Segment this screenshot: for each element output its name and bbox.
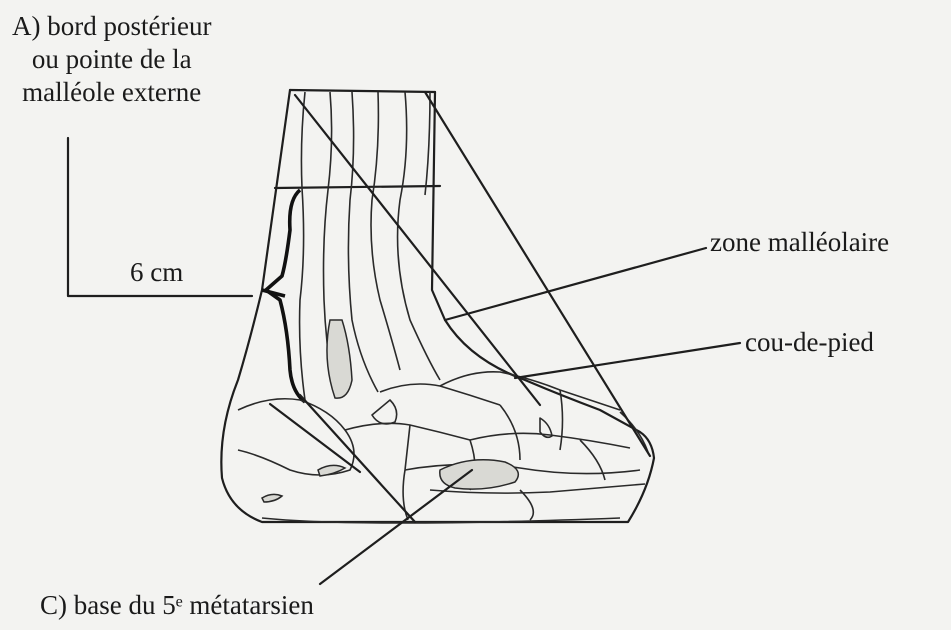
label-a-line1: A) bord postérieur xyxy=(12,10,211,43)
label-a-malleolus: A) bord postérieur ou pointe de la mallé… xyxy=(12,10,211,109)
foot-outline xyxy=(221,90,654,523)
fibula-contour xyxy=(262,190,305,402)
label-distance: 6 cm xyxy=(130,256,183,289)
label-zone-malleolaire: zone malléolaire xyxy=(710,226,889,259)
label-c-metatarsal: C) base du 5ᵉ métatarsien xyxy=(40,589,314,622)
label-cou-de-pied: cou-de-pied xyxy=(745,326,874,359)
leg-bones xyxy=(300,92,440,400)
label-a-line3: malléole externe xyxy=(12,76,211,109)
label-a-line2: ou pointe de la xyxy=(12,43,211,76)
